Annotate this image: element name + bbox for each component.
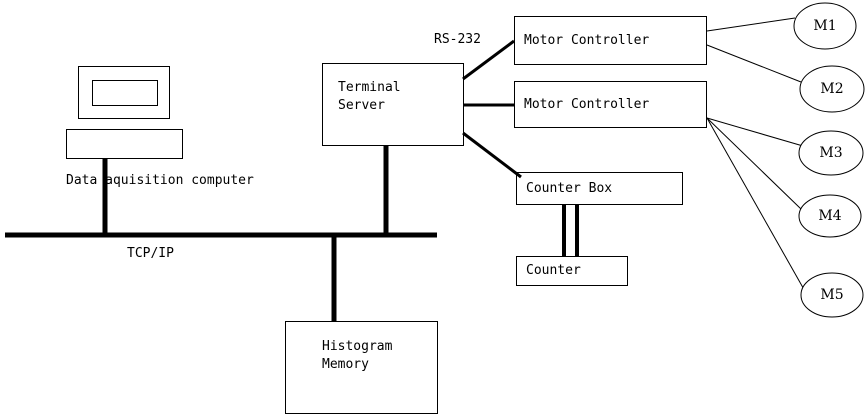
counter-label: Counter [526,263,581,278]
data-acquisition-computer-caption: Data aquisition computer [66,173,254,188]
motor-label-m2: M2 [820,81,844,97]
counter-rect [516,256,628,286]
mc2-m3-link [706,117,804,147]
terminalserver-mc1-link [462,39,515,81]
histogram-memory-label-line2: Memory [322,357,369,372]
motor-ellipse-m2 [799,65,865,113]
motor-label-m1: M1 [813,18,837,34]
motor-label-m5: M5 [820,287,844,303]
motor-label-m3: M3 [819,145,843,161]
mc2-m4-link [706,117,802,210]
motor-controller-1-label: Motor Controller [524,33,650,48]
rs232-edge-label: RS-232 [434,32,481,47]
terminal-server-label-line1: Terminal [338,80,401,95]
motor-ellipse-m1 [793,2,857,50]
terminalserver-counterbox-link [462,131,522,179]
motor-label-m4: M4 [818,208,842,224]
motor-controller-1-box [514,16,707,65]
terminal-server-box [322,63,464,146]
tcpip-edge-label: TCP/IP [127,246,174,261]
counter-box-rect [516,172,683,205]
mc1-m2-link [706,44,802,83]
terminal-server-label-line2: Server [338,98,385,113]
motor-ellipse-m3 [798,130,864,176]
monitor-screen [92,80,158,106]
mc1-m1-link [706,17,796,32]
motor-ellipse-m5 [800,272,864,318]
mc2-m5-link [706,117,807,294]
histogram-memory-box [285,321,438,414]
motor-controller-2-label: Motor Controller [524,97,650,112]
motor-ellipse-m4 [798,194,862,238]
keyboard-box [66,129,183,159]
histogram-memory-label-line1: Histogram [322,339,393,354]
counter-box-label: Counter Box [526,181,613,196]
